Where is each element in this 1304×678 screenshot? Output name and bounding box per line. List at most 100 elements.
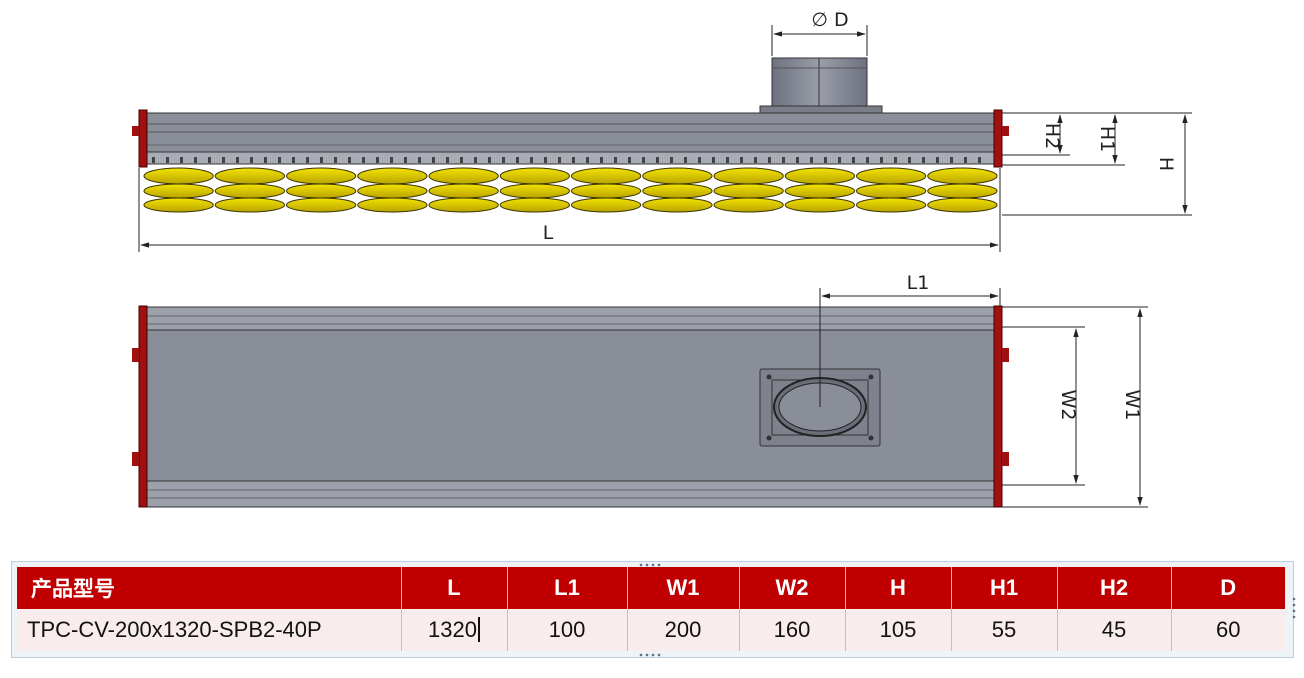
fitting-mark <box>474 157 477 163</box>
cell-l[interactable]: 1320 <box>401 609 508 651</box>
suction-cup <box>571 167 642 185</box>
fitting-mark <box>236 157 239 163</box>
end-cap-left <box>138 109 148 168</box>
suction-cup <box>927 197 998 213</box>
fitting-mark <box>614 157 617 163</box>
fitting-mark <box>404 157 407 163</box>
fitting-mark <box>558 157 561 163</box>
fitting-mark <box>684 157 687 163</box>
resize-handle-right[interactable] <box>1291 596 1297 620</box>
suction-cup <box>571 183 642 199</box>
fitting-mark <box>824 157 827 163</box>
fitting-mark <box>698 157 701 163</box>
cell-h2[interactable]: 45 <box>1057 609 1172 651</box>
fitting-mark <box>334 157 337 163</box>
dimension-label-w2: W2 <box>1057 390 1079 421</box>
suction-cup <box>642 183 713 199</box>
header-w1: W1 <box>627 567 740 609</box>
resize-handle-top[interactable] <box>638 562 662 568</box>
table-row: TPC-CV-200x1320-SPB2-40P 1320 100 200 16… <box>17 609 1285 651</box>
fitting-mark <box>866 157 869 163</box>
fitting-mark <box>950 157 953 163</box>
fitting-mark <box>348 157 351 163</box>
header-model: 产品型号 <box>17 567 402 609</box>
fitting-mark <box>376 157 379 163</box>
suction-cup <box>214 167 285 185</box>
dimension-label-w1: W1 <box>1121 390 1143 421</box>
fitting-mark <box>712 157 715 163</box>
fitting-mark <box>670 157 673 163</box>
fitting-mark <box>796 157 799 163</box>
fitting-mark <box>572 157 575 163</box>
fitting-mark <box>208 157 211 163</box>
fitting-mark <box>740 157 743 163</box>
suction-cup <box>143 167 214 185</box>
fitting-mark <box>894 157 897 163</box>
fitting-mark <box>600 157 603 163</box>
fitting-mark <box>978 157 981 163</box>
fitting-mark <box>838 157 841 163</box>
cell-l-text[interactable]: 1320 <box>428 617 480 642</box>
fitting-mark <box>768 157 771 163</box>
cell-h1[interactable]: 55 <box>951 609 1058 651</box>
suction-cup <box>286 183 357 199</box>
fitting-mark <box>852 157 855 163</box>
cell-w2[interactable]: 160 <box>739 609 846 651</box>
fitting-mark <box>180 157 183 163</box>
dimension-label-h2: H2 <box>1041 123 1063 149</box>
header-d: D <box>1171 567 1285 609</box>
fitting-mark <box>782 157 785 163</box>
suction-cup <box>428 167 499 185</box>
suction-cup <box>499 167 570 185</box>
body-front <box>142 112 999 159</box>
dimension-label-l1: L1 <box>907 272 930 294</box>
fitting-mark <box>936 157 939 163</box>
suction-cup <box>428 197 499 213</box>
fitting-mark <box>908 157 911 163</box>
suction-cup <box>856 197 927 213</box>
fitting-mark <box>880 157 883 163</box>
suction-cup <box>784 183 855 199</box>
suction-cup-row <box>143 167 998 213</box>
suction-cup <box>357 197 428 213</box>
cell-model[interactable]: TPC-CV-200x1320-SPB2-40P <box>17 609 402 651</box>
header-h1: H1 <box>951 567 1058 609</box>
fitting-mark <box>264 157 267 163</box>
spec-table-header-row: 产品型号 L L1 W1 W2 H H1 H2 D <box>17 567 1285 609</box>
fitting-mark <box>250 157 253 163</box>
fitting-mark <box>810 157 813 163</box>
fitting-mark <box>432 157 435 163</box>
cell-w1[interactable]: 200 <box>627 609 740 651</box>
fitting-mark <box>656 157 659 163</box>
suction-cup <box>713 197 784 213</box>
fitting-mark <box>502 157 505 163</box>
dimension-label-l: L <box>543 222 554 244</box>
cell-d[interactable]: 60 <box>1171 609 1285 651</box>
fitting-mark <box>586 157 589 163</box>
cell-h[interactable]: 105 <box>845 609 952 651</box>
suction-cup <box>856 167 927 185</box>
suction-cup <box>214 183 285 199</box>
suction-cup <box>784 197 855 213</box>
fitting-mark <box>446 157 449 163</box>
cell-l1[interactable]: 100 <box>507 609 628 651</box>
top-view <box>132 305 1009 508</box>
fitting-mark <box>530 157 533 163</box>
fitting-mark <box>222 157 225 163</box>
suction-cup <box>286 167 357 185</box>
fitting-mark <box>418 157 421 163</box>
resize-handle-bottom[interactable] <box>638 652 662 658</box>
fitting-mark <box>964 157 967 163</box>
end-cap-right-top <box>993 305 1003 508</box>
spec-table: 产品型号 L L1 W1 W2 H H1 H2 D TPC-CV-200x132… <box>17 567 1285 651</box>
end-cap-right <box>993 109 1003 168</box>
suction-cup <box>571 197 642 213</box>
header-w2: W2 <box>739 567 846 609</box>
suction-cup <box>784 167 855 185</box>
fitting-mark <box>488 157 491 163</box>
dimension-label-h1: H1 <box>1096 126 1118 152</box>
vacuum-port <box>759 57 883 116</box>
suction-cup <box>143 183 214 199</box>
suction-cup <box>927 167 998 185</box>
header-h: H <box>845 567 952 609</box>
